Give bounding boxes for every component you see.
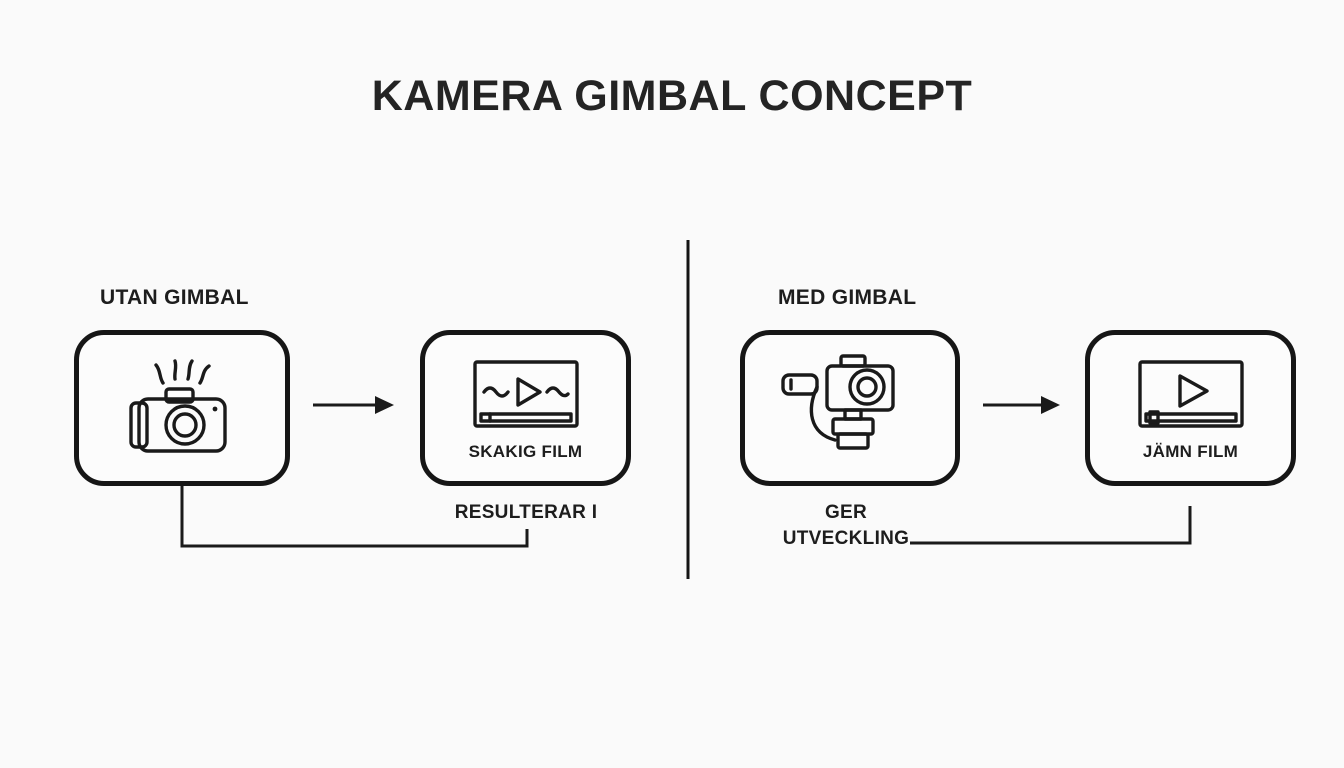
smooth-video-player-icon <box>1136 358 1246 440</box>
right-result-caption-line2: UTVECKLING <box>782 528 910 549</box>
left-arrow-right-icon <box>313 396 394 414</box>
right-result-caption-line1: GER <box>824 502 868 523</box>
smooth-film-label: JÄMN FILM <box>1142 442 1239 461</box>
left-section-label: UTAN GIMBAL <box>100 286 249 309</box>
shaky-camera-icon <box>116 352 248 464</box>
node-shaky-film: SKAKIG FILM <box>420 330 631 486</box>
gimbal-camera-icon <box>775 347 925 469</box>
node-camera-with-gimbal <box>740 330 960 486</box>
shaky-film-label: SKAKIG FILM <box>468 442 583 461</box>
node-camera-without-gimbal <box>74 330 290 486</box>
left-result-caption: RESULTERAR I <box>454 502 598 523</box>
right-arrow-right-icon <box>983 396 1060 414</box>
right-result-caption: GER UTVECKLING <box>783 500 910 552</box>
right-connector-line <box>910 506 1192 545</box>
shaky-video-player-icon <box>471 358 581 440</box>
node-smooth-film: JÄMN FILM <box>1085 330 1296 486</box>
diagram-title: KAMERA GIMBAL CONCEPT <box>371 72 973 120</box>
right-section-label: MED GIMBAL <box>778 286 917 309</box>
